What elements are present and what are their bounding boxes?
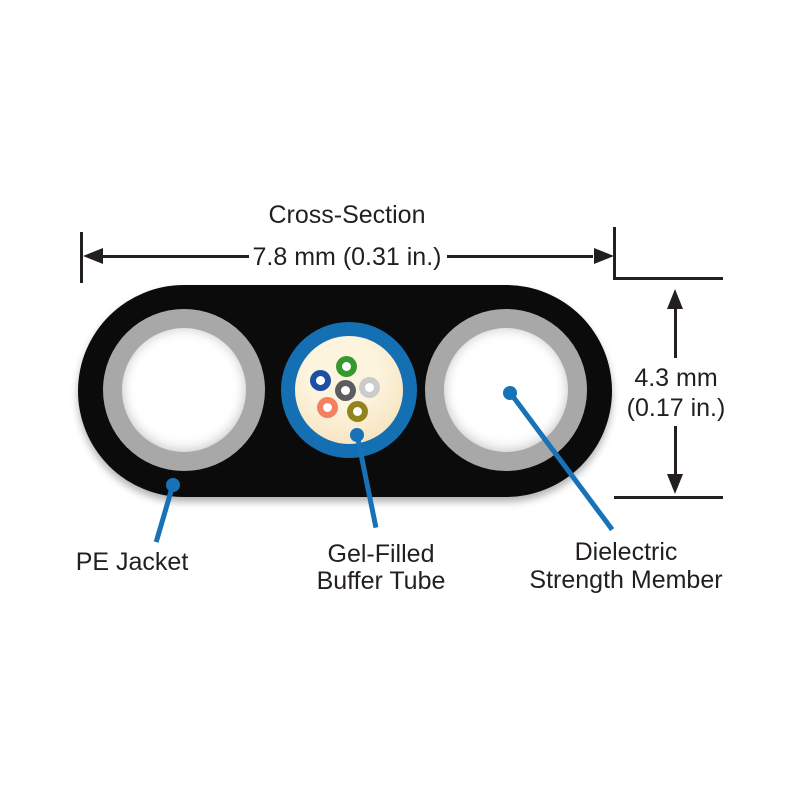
fiber-green bbox=[336, 356, 357, 377]
fiber-olive-core bbox=[353, 407, 362, 416]
height-dimension-line-bottom bbox=[674, 426, 677, 474]
fiber-blue-core bbox=[316, 376, 325, 385]
height-arrowhead-up-icon bbox=[667, 289, 683, 309]
fiber-dark-gray-core bbox=[341, 386, 350, 395]
strength-member-left-core bbox=[122, 328, 246, 452]
width-arrowhead-right-icon bbox=[594, 248, 614, 264]
width-extension-line-left bbox=[80, 232, 83, 283]
width-arrowhead-left-icon bbox=[83, 248, 103, 264]
strength-member-label: Dielectric Strength Member bbox=[529, 538, 722, 594]
buffer-tube-leader-dot bbox=[350, 428, 364, 442]
buffer-tube-label: Gel-Filled Buffer Tube bbox=[317, 541, 446, 595]
fiber-orange bbox=[317, 397, 338, 418]
fiber-orange-core bbox=[323, 403, 332, 412]
fiber-dark-gray bbox=[335, 380, 356, 401]
height-dimension-line-top bbox=[674, 308, 677, 358]
fiber-light-gray bbox=[359, 377, 380, 398]
fiber-blue bbox=[310, 370, 331, 391]
strength-member-label-line1: Dielectric bbox=[574, 538, 678, 566]
strength-member-leader-dot bbox=[503, 386, 517, 400]
diagram-title: Cross-Section bbox=[268, 201, 426, 229]
pe-jacket-label: PE Jacket bbox=[75, 548, 189, 576]
buffer-tube-label-line1: Gel-Filled bbox=[327, 540, 435, 568]
height-dimension-label-line2: (0.17 in.) bbox=[626, 394, 726, 422]
width-dimension-line-right bbox=[447, 255, 593, 258]
width-extension-line-right bbox=[613, 227, 616, 279]
strength-member-left bbox=[103, 309, 265, 471]
strength-member-label-line2: Strength Member bbox=[529, 566, 723, 594]
height-dimension-label-line1: 4.3 mm bbox=[634, 364, 718, 392]
pe-jacket-leader-dot bbox=[166, 478, 180, 492]
height-extension-line-top bbox=[613, 277, 723, 280]
width-dimension-label: 7.8 mm (0.31 in.) bbox=[252, 243, 442, 271]
height-dimension-label: 4.3 mm (0.17 in.) bbox=[627, 363, 726, 423]
height-extension-line-bottom bbox=[614, 496, 723, 499]
width-dimension-line-left bbox=[103, 255, 249, 258]
fiber-light-gray-core bbox=[365, 383, 374, 392]
fiber-green-core bbox=[342, 362, 351, 371]
buffer-tube-label-line2: Buffer Tube bbox=[316, 567, 446, 595]
height-arrowhead-down-icon bbox=[667, 474, 683, 494]
fiber-olive bbox=[347, 401, 368, 422]
